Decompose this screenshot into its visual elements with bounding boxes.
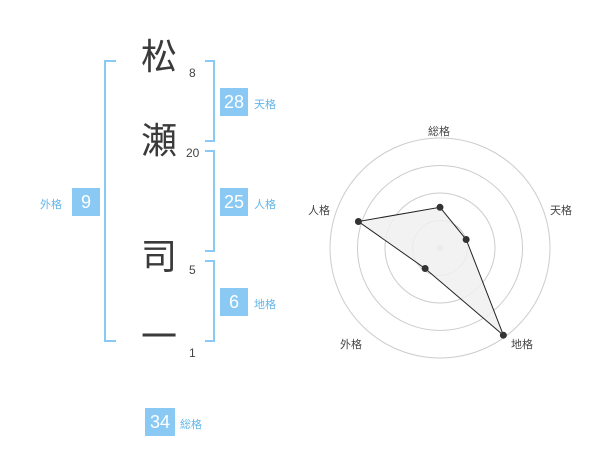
radar-ring [329, 137, 551, 359]
chikaku-bracket [205, 260, 215, 342]
soukaku-label: 総格 [180, 418, 202, 431]
tenkaku-value: 28 [220, 88, 248, 116]
name-char-1: 松 [141, 37, 178, 78]
name-char-4: 一 [141, 317, 178, 358]
stroke-count-2: 20 [186, 146, 200, 160]
radar-label-jinkaku: 人格 [308, 204, 330, 217]
name-char-3: 司 [141, 237, 178, 278]
jinkaku-label: 人格 [254, 198, 276, 211]
gaikaku-bracket [104, 60, 116, 342]
radar-point-chikaku [499, 331, 507, 339]
stroke-count-4: 1 [189, 346, 196, 360]
jinkaku-bracket [205, 150, 215, 252]
gaikaku-label: 外格 [40, 198, 62, 211]
soukaku-value: 34 [145, 408, 175, 436]
stroke-count-3: 5 [189, 263, 196, 277]
chikaku-label: 地格 [254, 298, 276, 311]
radar-label-tenkaku: 天格 [550, 204, 572, 217]
tenkaku-label: 天格 [254, 98, 276, 111]
radar-ring [384, 192, 496, 304]
radar-point-gaikaku [421, 264, 429, 272]
stroke-count-1: 8 [189, 66, 196, 80]
radar-polygon [357, 206, 504, 336]
jinkaku-value: 25 [220, 188, 248, 216]
radar-ring [357, 165, 523, 331]
radar-point-soukaku [436, 203, 444, 211]
radar-point-jinkaku [354, 217, 362, 225]
radar-label-chikaku: 地格 [511, 338, 533, 351]
name-char-2: 瀬 [141, 121, 178, 162]
chikaku-value: 6 [220, 288, 248, 316]
tenkaku-bracket [205, 60, 215, 142]
radar-point-tenkaku [462, 236, 470, 244]
radar-label-gaikaku: 外格 [340, 338, 362, 351]
radar-label-soukaku: 総格 [428, 125, 450, 138]
gaikaku-value: 9 [72, 188, 100, 216]
